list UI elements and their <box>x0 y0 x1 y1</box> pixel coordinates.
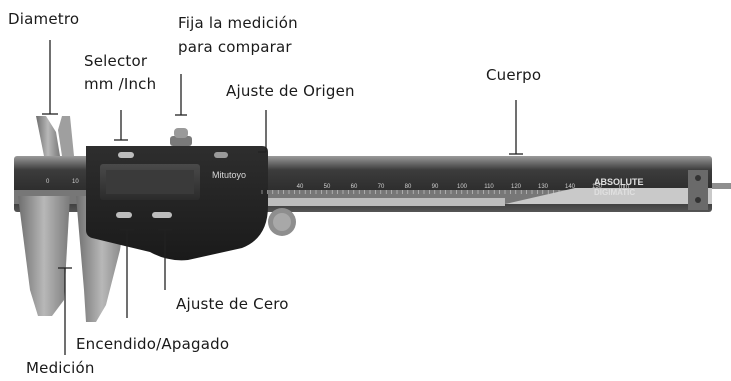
scale-number: 90 <box>432 184 439 190</box>
scale-number: 150 <box>592 184 603 190</box>
label-medicion: Medición <box>26 359 95 377</box>
mm-inch-button <box>118 152 134 158</box>
brand-text: Mitutoyo <box>212 170 246 180</box>
zero-button <box>152 212 172 218</box>
label-selector-line2: mm /Inch <box>84 75 157 93</box>
scale-number: 60 <box>351 184 358 190</box>
scale-number: 110 <box>484 184 494 190</box>
scale-number: 120 <box>511 184 522 190</box>
on-off-button <box>116 212 132 218</box>
depth-rod <box>708 183 731 189</box>
scale-number: mm <box>619 184 629 190</box>
label-fija-line2: para comparar <box>178 38 292 56</box>
label-ajuste-origen: Ajuste de Origen <box>226 82 355 100</box>
jaw-scale: 0 10 <box>46 179 79 185</box>
label-ajuste-cero: Ajuste de Cero <box>176 295 289 313</box>
scale-number: 140 <box>565 184 576 190</box>
main-scale: 40 50 60 70 80 90 100 110 120 130 140 150 mm <box>261 184 629 194</box>
logo-line2: DIGIMATIC <box>594 188 635 197</box>
slider-head <box>86 128 296 261</box>
label-selector-line1: Selector <box>84 52 148 70</box>
jaw-scale-number: 10 <box>72 179 79 185</box>
logo-line1: ABSOLUTE <box>594 177 644 187</box>
label-encendido: Encendido/Apagado <box>76 335 230 353</box>
jaw-scale-number: 0 <box>46 179 50 185</box>
scale-number: 70 <box>378 184 385 190</box>
label-cuerpo: Cuerpo <box>486 66 542 84</box>
scale-number: 80 <box>405 184 412 190</box>
scale-number: 130 <box>538 184 549 190</box>
scale-number: 40 <box>297 184 304 190</box>
scale-number: 100 <box>457 184 468 190</box>
lock-screw <box>170 136 192 146</box>
label-fija-line1: Fija la medición <box>178 14 298 32</box>
label-diametro: Diametro <box>8 10 80 28</box>
scale-number: 50 <box>324 184 331 190</box>
fixed-jaw <box>18 116 74 316</box>
pointer-lines <box>42 40 523 355</box>
origin-button <box>214 152 228 158</box>
